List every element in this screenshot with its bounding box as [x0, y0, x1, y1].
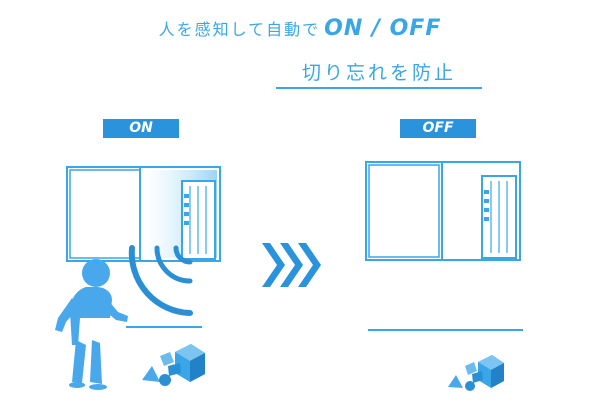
- off-badge: OFF: [400, 119, 476, 138]
- arrow-chevrons-icon: [262, 243, 321, 287]
- toy-blocks-icon: [448, 355, 504, 391]
- ac-unit-icon: [181, 180, 216, 260]
- ac-unit-icon: [481, 175, 517, 259]
- child-figure-icon: [55, 259, 128, 390]
- motion-wave-icon: [128, 245, 193, 316]
- headline-lead: 人を感知して自動で: [158, 20, 321, 39]
- subhead: 切り忘れを防止: [276, 58, 482, 89]
- toy-blocks-icon: [142, 344, 205, 386]
- off-window-unit: [365, 161, 521, 261]
- headline-onoff: ON / OFF: [324, 16, 442, 41]
- on-window-unit: [66, 166, 221, 262]
- on-badge: ON: [103, 119, 179, 138]
